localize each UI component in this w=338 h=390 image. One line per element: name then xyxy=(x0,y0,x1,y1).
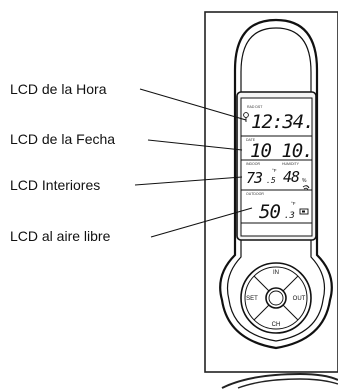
leader-line-fecha xyxy=(147,139,243,151)
device-body-inner xyxy=(226,27,326,342)
callout-fecha: LCD de la Fecha xyxy=(10,131,116,147)
lcd-outdoor-temp-decimal: .3 xyxy=(284,211,295,221)
battery-icon xyxy=(299,208,309,215)
humidity-small-label: HUMIDITY xyxy=(282,162,300,166)
lcd-date: 10 10. xyxy=(250,140,313,162)
time-small-label: RAD DST xyxy=(247,105,263,109)
lcd-outdoor-temp-unit: °F xyxy=(291,201,296,206)
outdoor-small-label: OUTDOOR xyxy=(246,192,264,196)
lcd-outdoor-temp: 50 xyxy=(259,201,280,223)
callout-aire: LCD al aire libre xyxy=(10,228,111,244)
set-button[interactable]: SET xyxy=(246,296,258,302)
leader-line-interiores xyxy=(134,176,243,186)
lcd-indoor-temp-decimal: .5 xyxy=(266,176,276,185)
leader-line-hora xyxy=(139,88,247,121)
lcd-indoor-temp: 73 xyxy=(246,169,263,187)
out-button[interactable]: OUT xyxy=(293,296,306,302)
center-button-ring xyxy=(268,290,284,306)
ch-button[interactable]: CH xyxy=(272,322,281,328)
lcd-indoor-temp-unit: °F xyxy=(272,168,277,173)
leader-line-aire xyxy=(150,207,253,238)
callout-interiores: LCD Interiores xyxy=(10,177,101,193)
base-stand-inner xyxy=(237,378,338,389)
lcd-indoor-humidity: 48 xyxy=(283,168,300,186)
battery-icon-fill xyxy=(302,210,305,213)
base-stand xyxy=(221,372,338,389)
in-button[interactable]: IN xyxy=(273,270,279,276)
callout-hora: LCD de la Hora xyxy=(10,81,107,97)
indoor-small-label: INDOOR xyxy=(246,162,260,166)
control-pad-inner xyxy=(244,266,308,330)
lcd-indoor-humidity-unit: % xyxy=(302,178,307,184)
comfort-icon xyxy=(302,185,310,191)
lcd-time: 12:34. xyxy=(251,111,314,133)
date-small-label: DATE xyxy=(246,138,256,142)
